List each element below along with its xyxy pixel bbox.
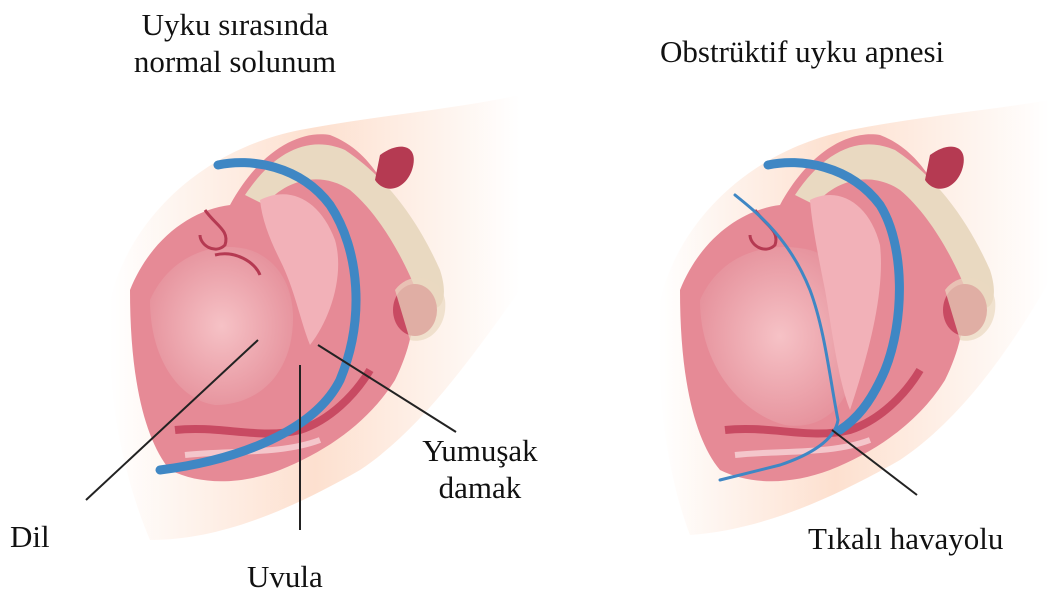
apnea-head-illustration xyxy=(659,100,1050,535)
tongue-label: Dil xyxy=(10,518,50,555)
soft-palate-line2: damak xyxy=(400,469,560,506)
apnea-panel-title: Obstrüktif uyku apnesi xyxy=(660,33,944,70)
soft-palate-line1: Yumuşak xyxy=(400,432,560,469)
normal-panel-title: Uyku sırasında normal solunum xyxy=(100,6,370,80)
normal-title-line2: normal solunum xyxy=(100,43,370,80)
blocked-airway-label: Tıkalı havayolu xyxy=(808,520,1003,557)
soft-palate-label: Yumuşak damak xyxy=(400,432,560,506)
normal-title-line1: Uyku sırasında xyxy=(100,6,370,43)
uvula-label: Uvula xyxy=(247,558,323,595)
